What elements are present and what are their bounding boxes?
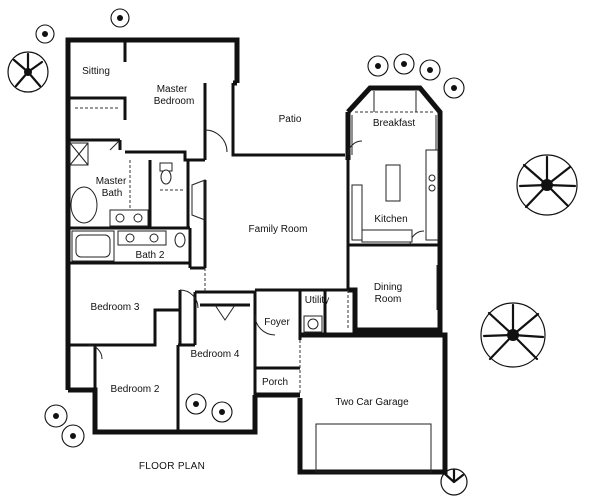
interior-walls (68, 40, 440, 432)
label-garage: Two Car Garage (335, 397, 409, 408)
label-kitchen: Kitchen (374, 214, 407, 225)
floor-plan-caption: FLOOR PLAN (139, 461, 205, 472)
label-porch: Porch (262, 377, 288, 388)
label-bedroom-4: Bedroom 4 (191, 349, 240, 360)
label-family-room: Family Room (249, 224, 308, 235)
label-utility: Utility (305, 295, 329, 306)
label-master-bath: Master (96, 176, 127, 187)
tree-icon (440, 468, 468, 496)
tree-icon (480, 302, 546, 368)
label-master-bath-2: Bath (102, 188, 123, 199)
label-patio: Patio (279, 114, 302, 125)
label-sitting: Sitting (82, 66, 110, 77)
label-bedroom-2: Bedroom 2 (111, 384, 160, 395)
label-foyer: Foyer (264, 317, 290, 328)
label-bedroom-3: Bedroom 3 (91, 302, 140, 313)
label-breakfast: Breakfast (373, 118, 415, 129)
label-master-bedroom: Master (157, 84, 188, 95)
exterior-walls (65, 37, 448, 475)
tree-icon (7, 51, 49, 93)
label-master-bedroom-2: Bedroom (154, 96, 195, 107)
label-bath-2: Bath 2 (136, 250, 165, 261)
fixtures (69, 142, 439, 333)
shrub-icon (35, 8, 465, 448)
label-dining-room-2: Room (375, 294, 402, 305)
label-dining-room: Dining (374, 282, 402, 293)
tree-icon (516, 154, 578, 216)
